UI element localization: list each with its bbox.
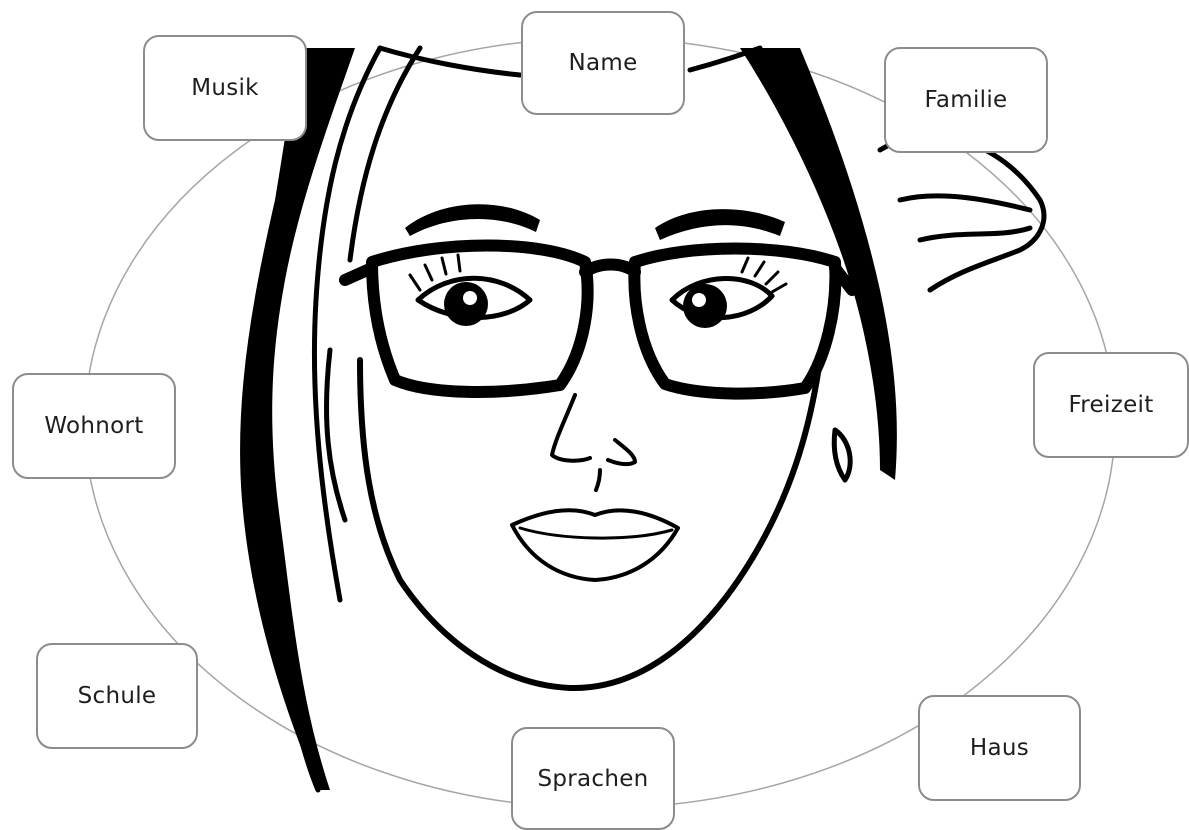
glasses-right-lens	[634, 249, 835, 394]
eye-left-lashes	[410, 255, 460, 290]
topic-box-familie: Familie	[884, 47, 1048, 153]
topic-box-schule: Schule	[36, 643, 198, 749]
topic-label-haus: Haus	[970, 735, 1029, 761]
topic-label-wohnort: Wohnort	[44, 413, 143, 439]
topic-label-freizeit: Freizeit	[1068, 392, 1153, 418]
topic-label-name: Name	[568, 50, 637, 76]
eye-left-iris	[444, 282, 488, 326]
woman-face-illustration	[240, 48, 1044, 790]
eyebrow-right	[655, 209, 785, 240]
topic-box-wohnort: Wohnort	[12, 373, 176, 479]
eye-right-highlight	[692, 293, 706, 307]
glasses-bridge	[585, 265, 635, 273]
topic-label-sprachen: Sprachen	[537, 766, 648, 792]
nose	[552, 395, 635, 490]
topic-label-familie: Familie	[924, 87, 1007, 113]
topic-box-sprachen: Sprachen	[511, 727, 675, 830]
eye-right-iris	[683, 284, 727, 328]
topic-box-haus: Haus	[918, 695, 1081, 801]
topic-box-name: Name	[521, 11, 685, 115]
eye-left-highlight	[463, 291, 477, 305]
topic-box-freizeit: Freizeit	[1033, 352, 1189, 458]
eyebrow-left	[405, 204, 540, 236]
face-outline	[360, 360, 820, 688]
hair-bun	[880, 136, 1044, 290]
topic-box-musik: Musik	[143, 35, 307, 141]
ear	[834, 430, 850, 480]
lips	[512, 510, 678, 580]
lips-line	[520, 528, 672, 538]
topic-label-schule: Schule	[78, 683, 157, 709]
topic-label-musik: Musik	[191, 75, 259, 101]
connector-ring	[85, 38, 1115, 808]
